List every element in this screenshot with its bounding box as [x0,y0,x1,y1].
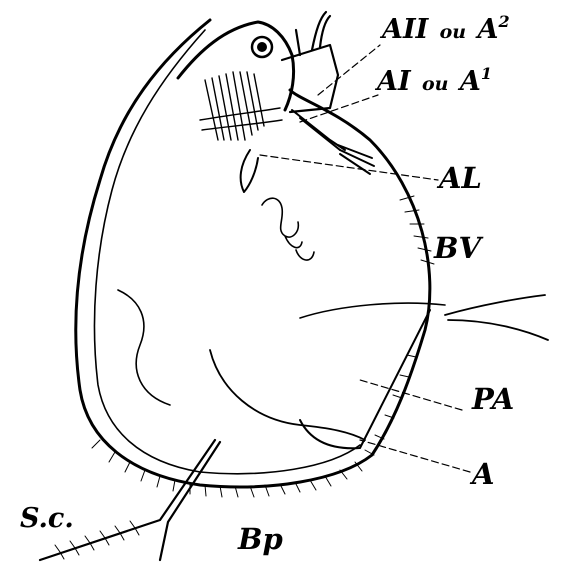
compound-eye-pupil [257,42,267,52]
carapace-inner-edge [94,30,360,474]
label-antenna-1-ou: ou [422,73,449,95]
brood-edge [118,290,170,405]
label-antenna-1-alt: A [460,66,481,97]
label-labrum: AL [439,164,482,193]
label-ventral-border: BV [434,234,481,263]
label-antenna-2: AII ou A2 [382,14,510,43]
abdomen-outline [210,350,365,440]
label-antenna-2-ou: ou [440,21,467,43]
body-axis [300,303,445,318]
head-muscle-stripes [200,72,282,140]
label-posterior-border: Bp [238,525,283,554]
head-shield [178,22,294,110]
label-antenna-2-sup: 2 [498,12,509,31]
labrum [241,150,258,192]
label-antenna-2-alt: A [478,14,499,45]
caudal-spine [40,440,220,560]
antenna-1 [292,110,374,174]
label-antenna-1-sup: 1 [481,64,492,83]
label-antenna-2-main: AII [382,14,428,45]
label-anus: A [472,460,495,489]
intestine-loops [262,198,314,260]
label-caudal-spine: S.c. [20,505,74,532]
caudal-setae [445,295,548,340]
label-postabdomen: PA [472,385,514,414]
label-antenna-1: AI ou A1 [377,66,492,95]
label-antenna-1-main: AI [377,66,411,97]
